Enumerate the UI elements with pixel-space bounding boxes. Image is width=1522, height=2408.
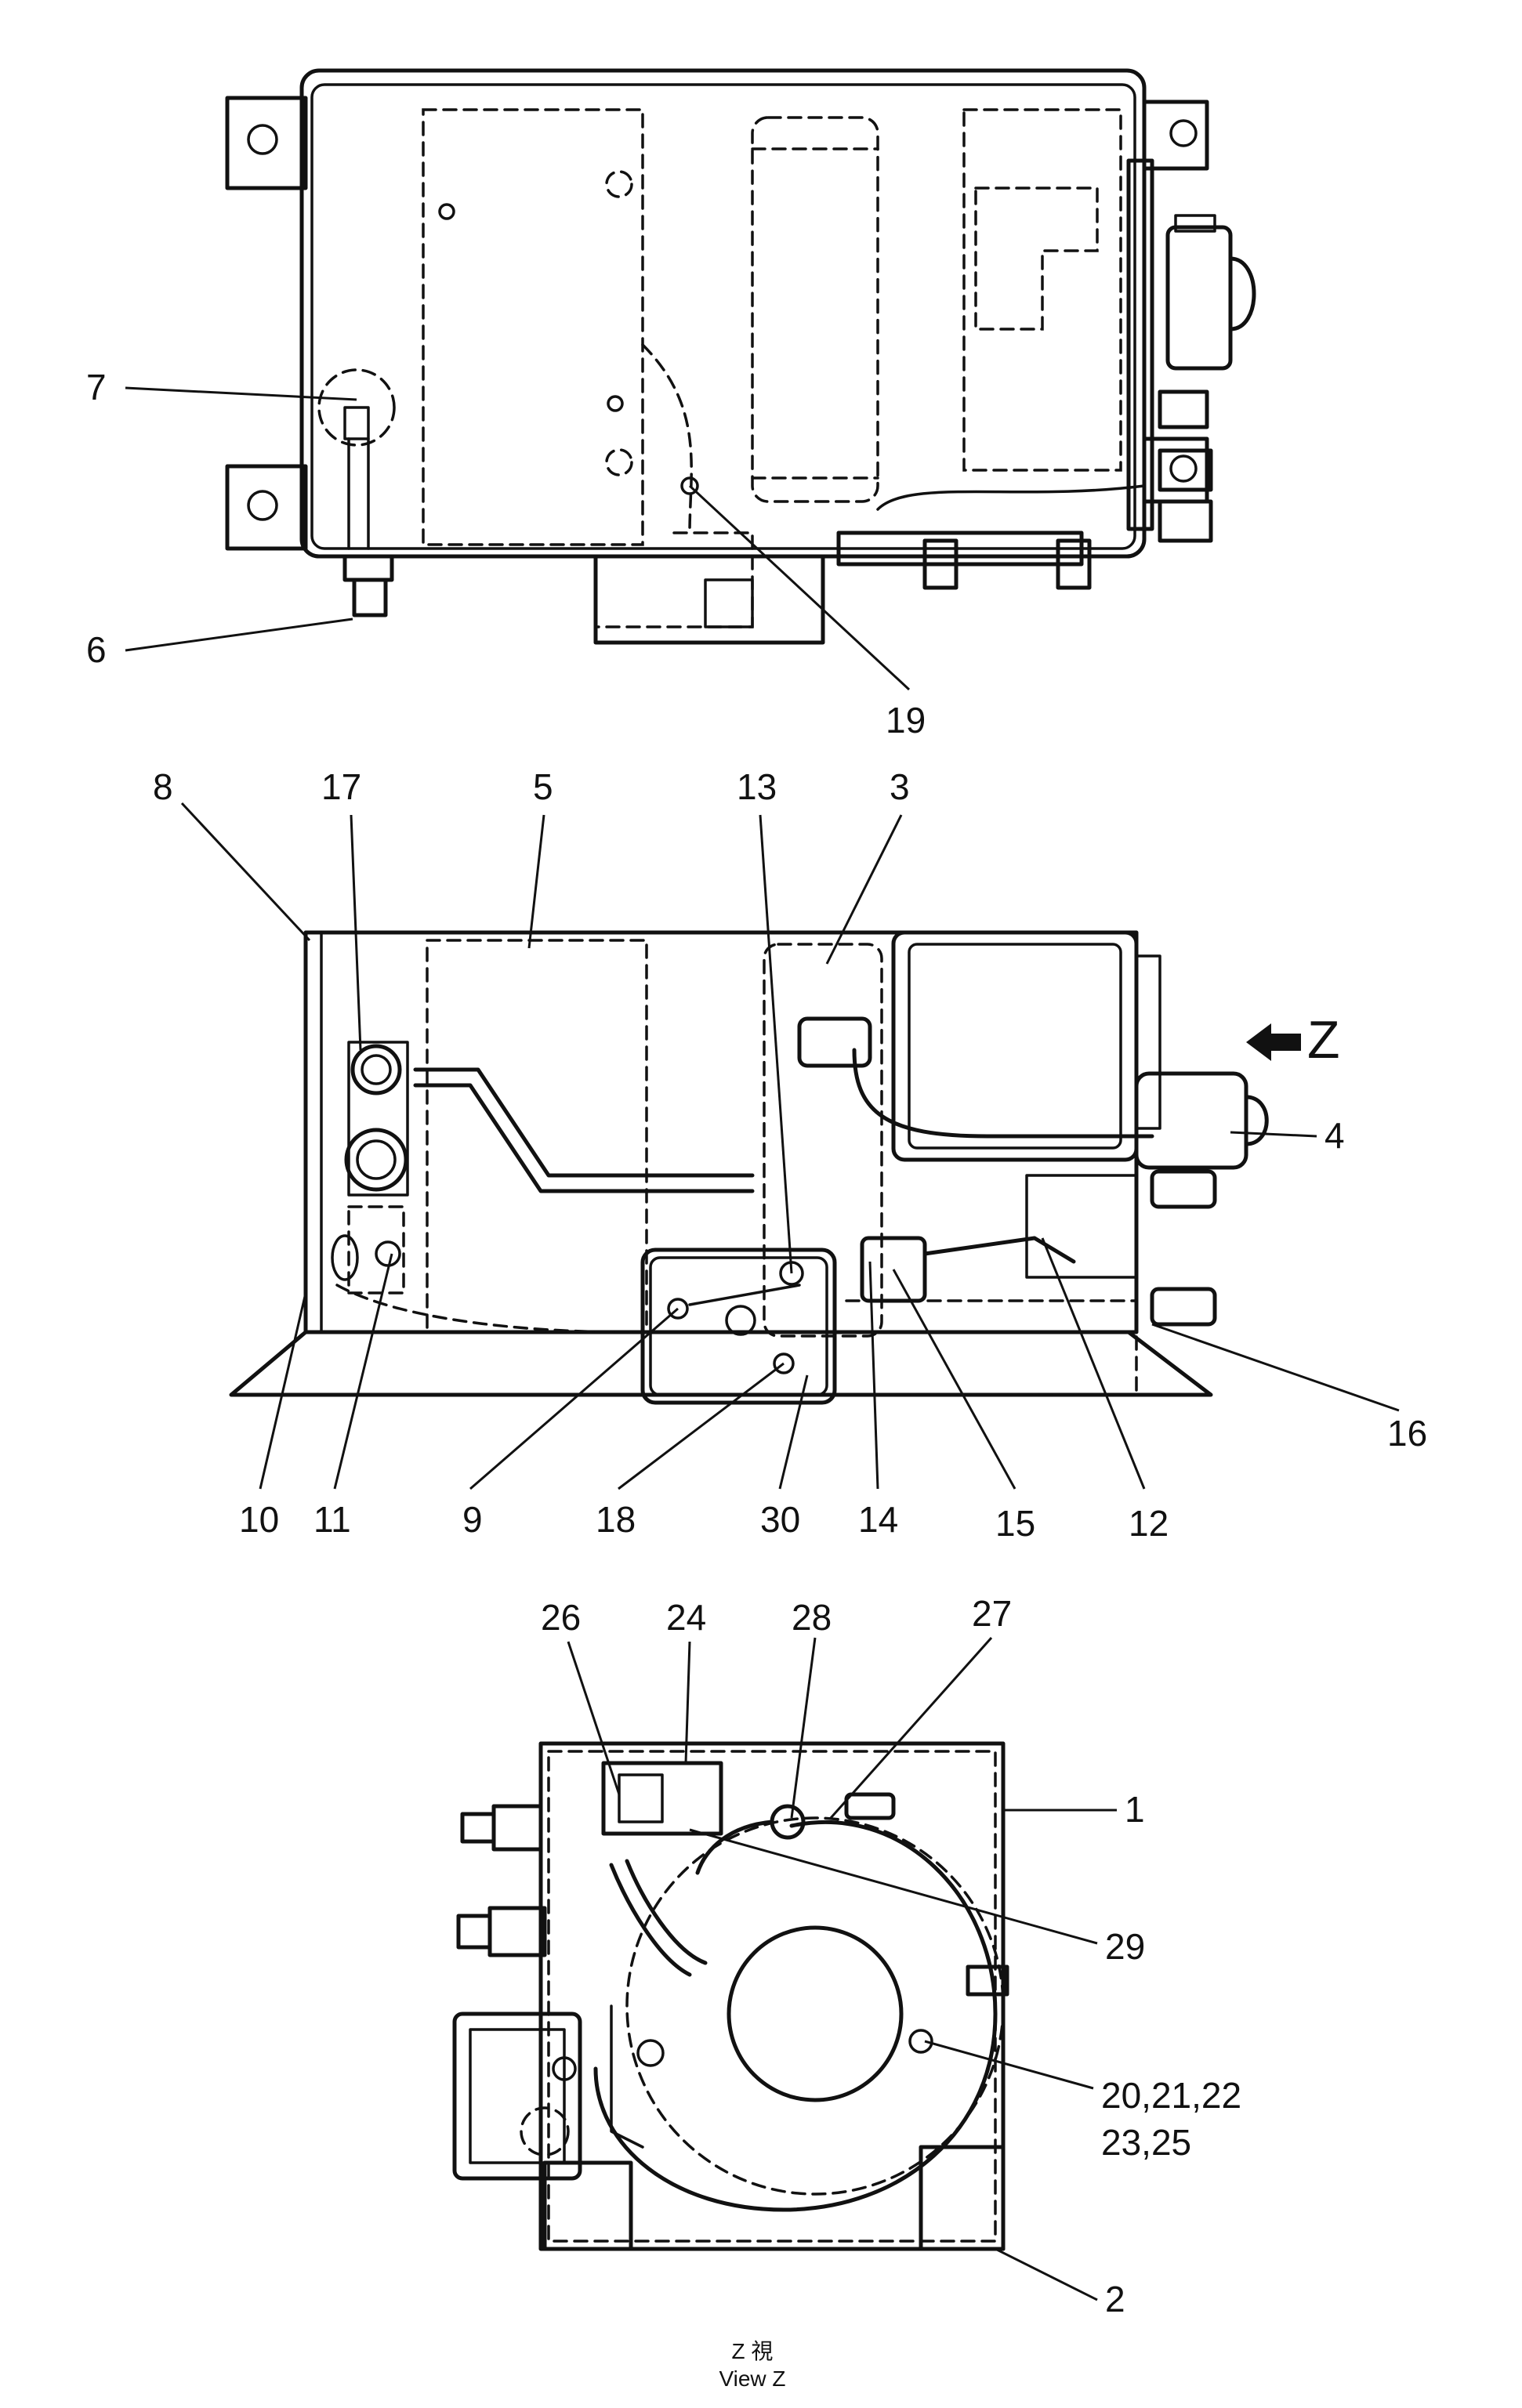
tank-flange <box>310 83 1136 550</box>
callout-13: 13 <box>737 766 777 807</box>
filter-element <box>751 116 879 503</box>
bolt <box>770 1804 806 1840</box>
side-block <box>452 2011 582 2181</box>
clip <box>680 476 699 495</box>
harness <box>609 1863 692 1977</box>
fitting <box>487 1906 547 1957</box>
base-plate <box>229 1330 1213 1397</box>
center-bore <box>727 1925 904 2102</box>
callout-15: 15 <box>995 1503 1035 1544</box>
callout-14: 14 <box>858 1499 898 1540</box>
view-arrow-label: Z <box>1307 1010 1340 1070</box>
internal-compartment <box>426 939 648 1334</box>
callout-27: 27 <box>972 1593 1012 1634</box>
front-view <box>229 930 1301 1405</box>
view-caption-en: View Z <box>719 2366 785 2391</box>
valve-cap <box>1228 256 1256 331</box>
tank-top-outline <box>299 68 1147 559</box>
view-caption-jp: Z 視 <box>732 2339 774 2363</box>
side-plate <box>1126 158 1154 531</box>
callout-8: 8 <box>153 766 173 807</box>
hose <box>922 1236 1076 1264</box>
callout-6: 6 <box>86 629 107 670</box>
sensor <box>797 1016 872 1068</box>
callout-4: 4 <box>1325 1115 1345 1156</box>
bolt-hole <box>1169 454 1198 483</box>
valve-body <box>1165 225 1233 371</box>
view-z <box>452 1741 1009 2251</box>
bracket-bottom-left <box>225 464 308 551</box>
tank-side-outline <box>303 930 1139 1334</box>
pipe <box>413 1067 755 1178</box>
callout-9: 9 <box>462 1499 483 1540</box>
callout-11: 11 <box>313 1499 351 1540</box>
fitting <box>1158 448 1213 492</box>
callout-7: 7 <box>86 367 107 407</box>
callout-2: 2 <box>1105 2279 1125 2319</box>
callout-5: 5 <box>533 766 553 807</box>
callout-30: 30 <box>760 1499 800 1540</box>
callout-10: 10 <box>239 1499 279 1540</box>
fitting <box>1150 1287 1217 1327</box>
callout-28: 28 <box>792 1597 832 1638</box>
view-arrow-icon <box>1246 1023 1301 1061</box>
callout-17: 17 <box>321 766 361 807</box>
drain-boss <box>342 554 394 582</box>
fitting <box>1158 389 1209 429</box>
switch-box <box>640 1247 837 1405</box>
bolt-hole <box>247 124 278 155</box>
bolt-hole <box>1169 119 1198 147</box>
callout-26: 26 <box>541 1597 581 1638</box>
lower-bracket <box>593 554 825 645</box>
drain-plug <box>352 578 388 617</box>
callout-labels: 7 6 19 8 17 5 13 3 Z 4 16 10 11 9 18 30 … <box>86 367 1427 2391</box>
fill-port <box>350 1044 402 1095</box>
sight-gauge <box>344 1128 408 1192</box>
bracket-top-left <box>225 96 308 190</box>
connector <box>601 1761 723 1836</box>
callout-24: 24 <box>666 1597 706 1638</box>
internal-compartment <box>422 108 644 546</box>
callout-18: 18 <box>596 1499 636 1540</box>
bracket-top-right <box>1142 100 1209 171</box>
leader-lines <box>125 386 1400 2301</box>
callout-1: 1 <box>1125 1789 1145 1830</box>
callout-12: 12 <box>1129 1503 1169 1544</box>
fitting <box>1158 499 1213 543</box>
top-view <box>225 68 1256 645</box>
bolt-hole <box>247 490 278 521</box>
valve-housing <box>891 930 1139 1162</box>
valve-body <box>1134 1071 1248 1170</box>
fitting <box>491 1804 543 1852</box>
callout-16: 16 <box>1387 1413 1427 1454</box>
clamp <box>966 1964 1009 1997</box>
callout-3: 3 <box>890 766 910 807</box>
callout-20-22: 20,21,22 <box>1101 2075 1241 2116</box>
fitting <box>1150 1169 1217 1209</box>
flange-ring <box>625 1816 1005 2196</box>
callout-19: 19 <box>886 700 926 741</box>
callout-23-25: 23,25 <box>1101 2122 1191 2163</box>
filter-element <box>763 943 883 1338</box>
callout-29: 29 <box>1105 1926 1145 1967</box>
inner-housing <box>962 108 1122 472</box>
